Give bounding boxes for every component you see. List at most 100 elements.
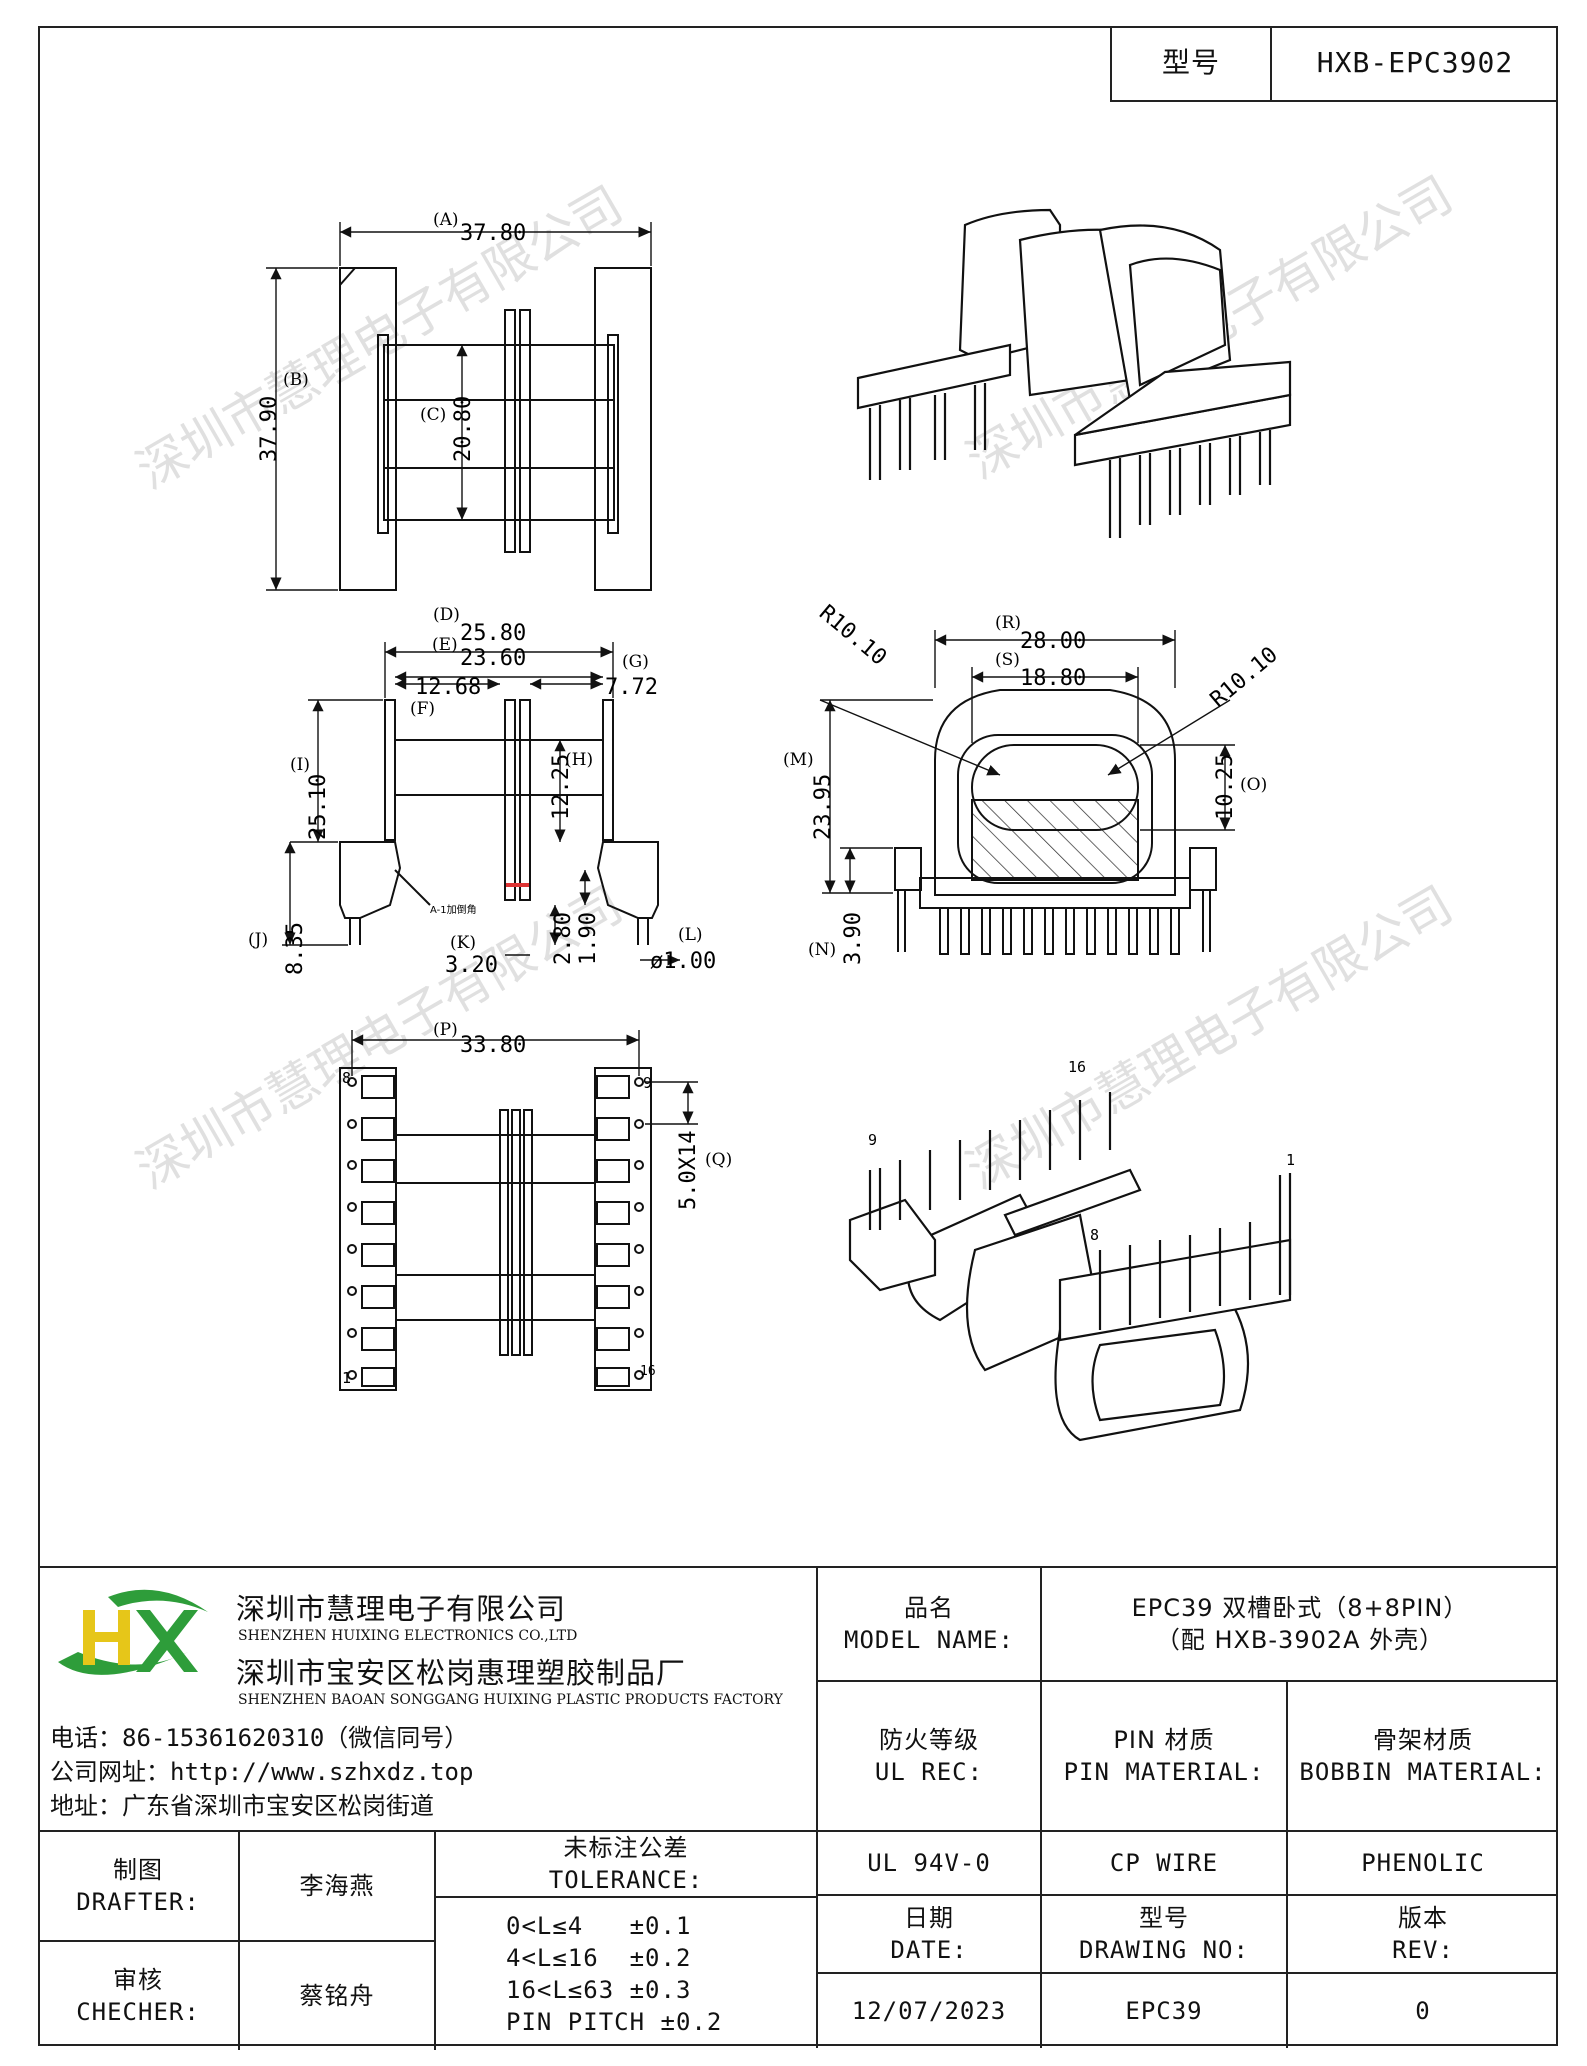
checker-en: CHECHER: xyxy=(76,1998,200,2026)
grid-line-h3 xyxy=(818,1894,1558,1896)
pin-value: CP WIRE xyxy=(1109,1849,1219,1877)
model-value-line1: EPC39 双槽卧式（8+8PIN） xyxy=(1131,1594,1469,1622)
model-box-label: 型号 xyxy=(1112,26,1272,100)
bobbin-value: PHENOLIC xyxy=(1361,1849,1485,1877)
iso-pin-16-label: 16 xyxy=(1068,1058,1086,1076)
drafter-header-cell: 制图 DRAFTER: xyxy=(38,1832,238,1940)
dim-L-label: (L) xyxy=(678,925,703,945)
model-name-en: MODEL NAME: xyxy=(844,1626,1014,1654)
bottom-view xyxy=(339,1067,652,1391)
factory-name-en: SHENZHEN BAOAN SONGGANG HUIXING PLASTIC … xyxy=(238,1692,783,1708)
iso-view-top xyxy=(856,208,1292,538)
iso-pin-1-label: 1 xyxy=(1286,1151,1295,1169)
company-web: 公司网址：http://www.szhxdz.top xyxy=(50,1758,474,1786)
factory-name-cn: 深圳市宝安区松岗惠理塑胶制品厂 xyxy=(236,1656,687,1690)
dim-O-value: 10.25 xyxy=(1213,754,1238,820)
front-view xyxy=(339,699,659,945)
dim-P-label: (P) xyxy=(433,1020,458,1040)
side-view-dims xyxy=(819,630,1235,894)
dim-R2-value: R10.10 xyxy=(1206,642,1283,712)
ul-header-cell: 防火等级 UL REC: xyxy=(818,1682,1040,1830)
company-name-en: SHENZHEN HUIXING ELECTRONICS CO.,LTD xyxy=(238,1628,578,1644)
rev-cn: 版本 xyxy=(1398,1904,1448,1932)
approval-block: 制图 DRAFTER: 李海燕 审核 CHECHER: 蔡铭舟 未标注公差 TO… xyxy=(38,1830,818,2050)
pin-cut-mark xyxy=(506,883,529,887)
top-view-dims xyxy=(266,222,652,591)
pin-16-label: 16 xyxy=(640,1364,656,1379)
ul-en: UL REC: xyxy=(874,1758,984,1786)
pin-8-label: 8 xyxy=(342,1069,351,1087)
drafter-name: 李海燕 xyxy=(299,1872,375,1900)
rev-header-cell: 版本 REV: xyxy=(1288,1896,1558,1972)
pin-en: PIN MATERIAL: xyxy=(1063,1758,1265,1786)
dim-K-value: 3.20 xyxy=(445,953,498,978)
watermark-group: 深圳市慧理电子有限公司 深圳市慧理电子有限公司 深圳市慧理电子有限公司 深圳市慧… xyxy=(127,165,1462,1200)
dim-h2-value: 1.90 xyxy=(576,912,601,965)
dim-M-value: 23.95 xyxy=(811,774,836,840)
tolerance-3: 16<L≤63 ±0.3 xyxy=(506,1976,692,2004)
company-name-cn: 深圳市慧理电子有限公司 xyxy=(236,1592,567,1626)
drawing-frame xyxy=(38,26,1558,2046)
bobbin-en: BOBBIN MATERIAL: xyxy=(1299,1758,1547,1786)
dim-I-value: 25.10 xyxy=(306,774,331,840)
pin-9-label: 9 xyxy=(643,1074,652,1092)
spec-grid: 品名 MODEL NAME: EPC39 双槽卧式（8+8PIN） （配 HXB… xyxy=(818,1568,1558,2048)
dim-Q-label: (Q) xyxy=(705,1150,732,1170)
model-value-line2: （配 HXB-3902A 外壳） xyxy=(1155,1626,1445,1654)
bottom-view-pins-left xyxy=(347,1075,395,1387)
grid-line-h2 xyxy=(818,1830,1558,1832)
tolerance-2: 4<L≤16 ±0.2 xyxy=(506,1944,692,1972)
date-en: DATE: xyxy=(890,1936,968,1964)
iso-pin-9-label: 9 xyxy=(868,1131,877,1149)
dim-H-value: 12.25 xyxy=(549,754,574,820)
dim-O-label: (O) xyxy=(1240,775,1267,795)
iso-pin-8-label: 8 xyxy=(1090,1226,1099,1244)
date-header-cell: 日期 DATE: xyxy=(818,1896,1040,1972)
drafter-en: DRAFTER: xyxy=(76,1888,200,1916)
front-view-dims xyxy=(282,642,680,966)
model-name-cn: 品名 xyxy=(904,1594,954,1622)
checker-header-cell: 审核 CHECHER: xyxy=(38,1942,238,2050)
date-cn: 日期 xyxy=(904,1904,954,1932)
top-view xyxy=(339,267,652,591)
approval-line-h2 xyxy=(434,1896,816,1898)
side-view xyxy=(894,689,1217,955)
dim-D-value: 25.80 xyxy=(460,621,526,646)
model-box: 型号 HXB-EPC3902 xyxy=(1110,26,1558,102)
pin-1-label: 1 xyxy=(342,1369,351,1387)
drawing-header-cell: 型号 DRAWING NO: xyxy=(1042,1896,1286,1972)
bottom-view-dims xyxy=(351,1030,698,1125)
bobbin-header-cell: 骨架材质 BOBBIN MATERIAL: xyxy=(1288,1682,1558,1830)
company-address: 地址：广东省深圳市宝安区松岗街道 xyxy=(50,1792,434,1820)
dim-B-value: 37.90 xyxy=(257,396,282,462)
grid-line-h4 xyxy=(818,1972,1558,1974)
grid-line-h1 xyxy=(818,1680,1558,1682)
dim-S-label: (S) xyxy=(995,650,1020,670)
dim-G-value: 7.72 xyxy=(605,675,658,700)
dim-N-label: (N) xyxy=(808,940,836,960)
checker-cn: 审核 xyxy=(113,1966,163,1994)
iso-view-bottom xyxy=(848,1092,1292,1442)
tolerance-en: TOLERANCE: xyxy=(548,1866,704,1894)
dim-h1-value: 2.80 xyxy=(551,912,576,965)
approval-line-v2 xyxy=(434,1832,436,2050)
ul-value: UL 94V-0 xyxy=(867,1849,991,1877)
rev-en: REV: xyxy=(1392,1936,1454,1964)
dim-S-value: 18.80 xyxy=(1020,666,1086,691)
drawing-cn: 型号 xyxy=(1139,1904,1189,1932)
dim-R1-value: R10.10 xyxy=(814,600,891,670)
ul-cn: 防火等级 xyxy=(879,1726,979,1754)
drafter-cn: 制图 xyxy=(113,1856,163,1884)
dim-C-value: 20.80 xyxy=(451,396,476,462)
dim-C-label: (C) xyxy=(420,405,446,425)
pin-header-cell: PIN 材质 PIN MATERIAL: xyxy=(1042,1682,1286,1830)
drawing-value: EPC39 xyxy=(1125,1997,1203,2025)
dim-E-value: 23.60 xyxy=(460,646,526,671)
tolerance-4: PIN PITCH ±0.2 xyxy=(506,2008,723,2036)
grid-line-v1 xyxy=(1040,1568,1042,2048)
bottom-view-pins-right xyxy=(596,1075,644,1387)
rev-value: 0 xyxy=(1415,1997,1431,2025)
dim-F-value: 12.68 xyxy=(415,675,481,700)
company-block: HX 深圳市慧理电子有限公司 SHENZHEN HUIXING ELECTRON… xyxy=(38,1568,818,1830)
chamfer-note: A-1加倒角 xyxy=(430,904,477,916)
